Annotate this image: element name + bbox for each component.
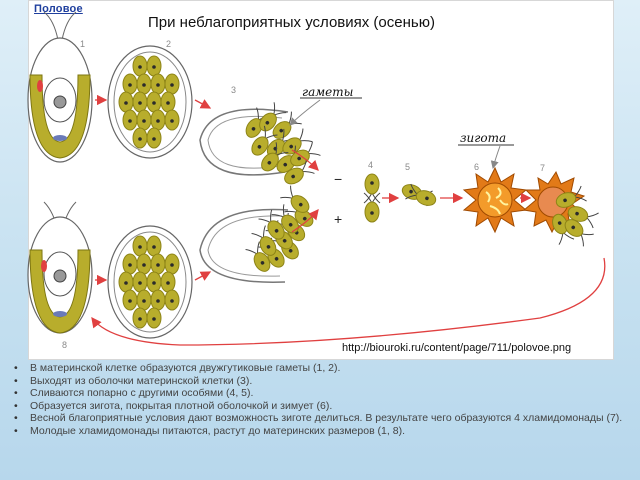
gamete <box>150 253 166 275</box>
gamete <box>132 91 148 113</box>
gamete <box>290 141 321 167</box>
gamete <box>132 307 148 329</box>
gamete <box>136 253 152 275</box>
gamete <box>405 183 437 206</box>
gamete <box>146 55 162 77</box>
gamete <box>245 107 271 138</box>
gamete <box>118 91 134 113</box>
gamete <box>146 127 162 149</box>
fusing-gametes <box>363 173 437 223</box>
notes-list: В материнской клетке образуются двужгути… <box>8 362 628 438</box>
gamete <box>271 204 299 234</box>
open-shell-top <box>199 108 289 176</box>
gamete <box>150 73 166 95</box>
gamete <box>146 91 162 113</box>
gamete <box>132 271 148 293</box>
gamete <box>564 219 594 247</box>
arrow-3-4-bottom <box>291 208 319 233</box>
gamete <box>150 109 166 131</box>
stage-number-3: 3 <box>231 85 236 95</box>
note-item: Молодые хламидомонады питаются, растут д… <box>8 425 628 438</box>
gamete <box>363 173 381 204</box>
note-item: В материнской клетке образуются двужгути… <box>8 362 628 375</box>
gamete <box>261 142 289 172</box>
gametes-label: гаметы <box>302 85 353 99</box>
gamete-cluster-top <box>118 55 180 149</box>
stage-number-6: 6 <box>474 162 479 172</box>
plus-sign: + <box>334 211 342 227</box>
gamete <box>164 109 180 131</box>
open-shell-bottom-inner <box>207 215 283 277</box>
gamete <box>259 102 287 132</box>
arrow-2-3-top <box>194 99 212 109</box>
stage-number-5: 5 <box>405 162 410 172</box>
note-item: Весной благоприятные условия дают возмож… <box>8 412 628 425</box>
gamete <box>164 73 180 95</box>
gamete <box>284 159 315 185</box>
gamete <box>136 289 152 311</box>
stage-number-4: 4 <box>368 160 373 170</box>
gamete <box>245 241 271 272</box>
gamete <box>132 127 148 149</box>
gamete <box>146 271 162 293</box>
diagram-title: При неблагоприятных условиях (осенью) <box>148 14 435 31</box>
gamete <box>122 289 138 311</box>
section-label: Половое <box>34 3 83 15</box>
gamete <box>555 185 587 208</box>
released-gametes-bottom <box>245 185 314 272</box>
open-shell-bottom <box>199 208 289 283</box>
note-item: Сливаются попарно с другими особями (4, … <box>8 387 628 400</box>
mother-cell-bottom <box>27 201 93 334</box>
gamete <box>280 185 310 213</box>
stage-number-7: 7 <box>540 163 545 173</box>
gamete <box>122 253 138 275</box>
gametes-pointer <box>289 99 321 126</box>
source-url: http://biouroki.ru/content/page/711/polo… <box>342 342 572 354</box>
note-item: Выходят из оболочки материнской клетки (… <box>8 375 628 388</box>
gamete <box>160 91 176 113</box>
young-chlamydomonas <box>552 185 599 247</box>
gamete <box>122 73 138 95</box>
gamete <box>251 225 277 256</box>
gamete <box>363 192 381 223</box>
gamete <box>160 271 176 293</box>
gamete <box>136 109 152 131</box>
released-gametes-top <box>245 102 321 185</box>
zygote <box>462 166 528 234</box>
gamete <box>164 253 180 275</box>
minus-sign: − <box>334 171 342 187</box>
gamete <box>118 271 134 293</box>
gamete <box>552 213 575 245</box>
arrow-7-8-return <box>91 257 606 346</box>
gamete <box>136 73 152 95</box>
open-shell-top-inner <box>207 115 283 169</box>
gamete <box>258 209 285 240</box>
gamete-cluster-bottom <box>118 235 180 329</box>
stage-number-1: 1 <box>80 39 85 49</box>
gamete <box>132 235 148 257</box>
arrow-3-4-top <box>291 149 319 171</box>
gamete <box>164 289 180 311</box>
mother-cell-top <box>27 11 93 163</box>
gamete <box>122 109 138 131</box>
gamete <box>132 55 148 77</box>
gamete <box>146 307 162 329</box>
stage-number-2: 2 <box>166 39 171 49</box>
stage-number-8: 8 <box>62 340 67 350</box>
zygote-pointer <box>490 145 501 169</box>
gamete <box>150 289 166 311</box>
note-item: Образуется зигота, покрытая плотной обол… <box>8 400 628 413</box>
zygote-label: зигота <box>460 131 506 145</box>
arrow-2-3-bottom <box>194 271 212 281</box>
gamete <box>251 125 278 156</box>
gamete <box>146 235 162 257</box>
